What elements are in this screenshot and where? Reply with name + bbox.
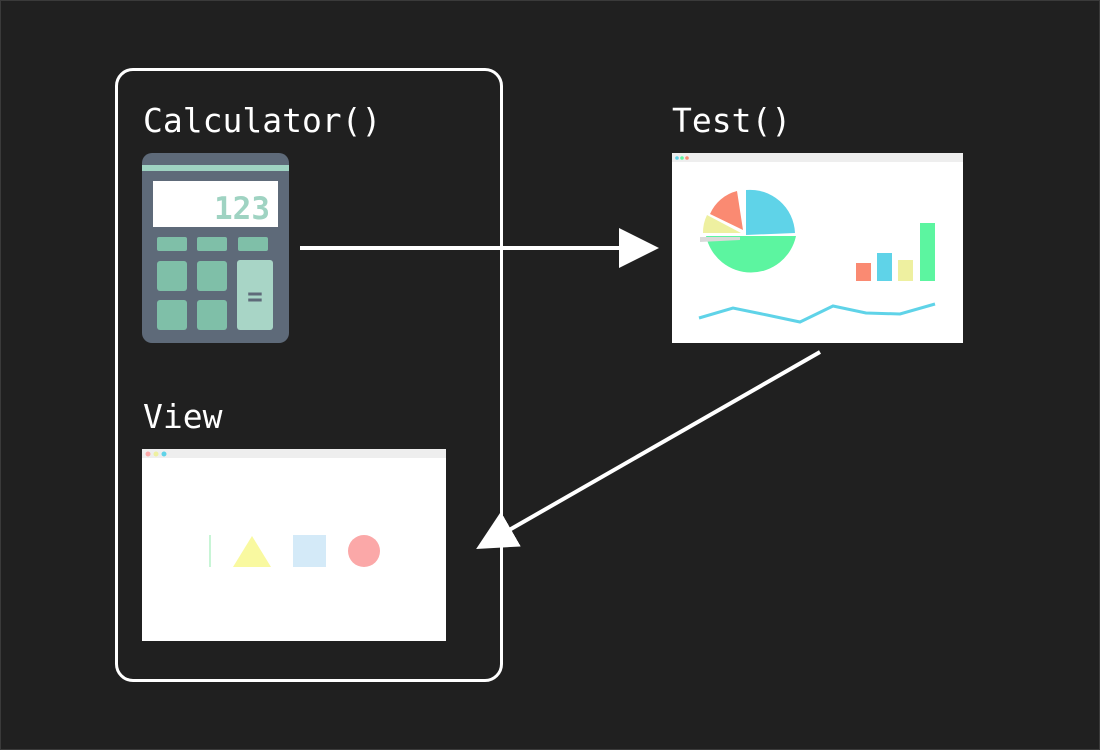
window-dot [685,156,689,160]
calculator-key [197,261,227,291]
test-label: Test() [672,101,792,140]
pie-slice-green [706,236,796,273]
calculator-key [197,237,227,251]
shape-triangle [233,536,271,567]
pie-slice-grey [700,237,740,242]
arrow-test-to-view [476,350,821,549]
calculator-key [197,300,227,330]
shapes-window-icon [142,449,446,641]
calculator-label: Calculator() [143,101,382,140]
window-dot [153,451,159,457]
shape-circle [348,535,380,567]
test-window-titlebar [672,153,963,162]
bar-green [920,223,935,281]
calculator-equals-key [237,260,273,330]
calculator-icon: 123 = [142,153,289,343]
bar-blue [877,253,892,281]
calculator-key [157,261,187,291]
trend-line [698,302,936,324]
analytics-dashboard-icon [672,153,963,343]
pie-slice-yellow [702,215,741,233]
window-dot [675,156,679,160]
window-dot [680,156,684,160]
module-boundary-box [115,68,503,682]
pie-slice-blue [746,189,795,235]
calculator-top-stripe [142,165,289,171]
window-dot [145,451,151,457]
bar-yellow [898,260,913,281]
calculator-key [157,237,187,251]
pie-slice-orange [710,191,743,230]
bar-orange [856,263,871,281]
calculator-display [153,181,278,227]
calculator-display-value: 123 [214,191,270,227]
shape-line [209,535,211,567]
window-dot [161,451,167,457]
shape-square [293,535,326,567]
calculator-equals-symbol: = [247,282,263,312]
view-label: View [143,397,223,436]
calculator-key [157,300,187,330]
view-window-titlebar [142,449,446,458]
calculator-key [238,237,268,251]
